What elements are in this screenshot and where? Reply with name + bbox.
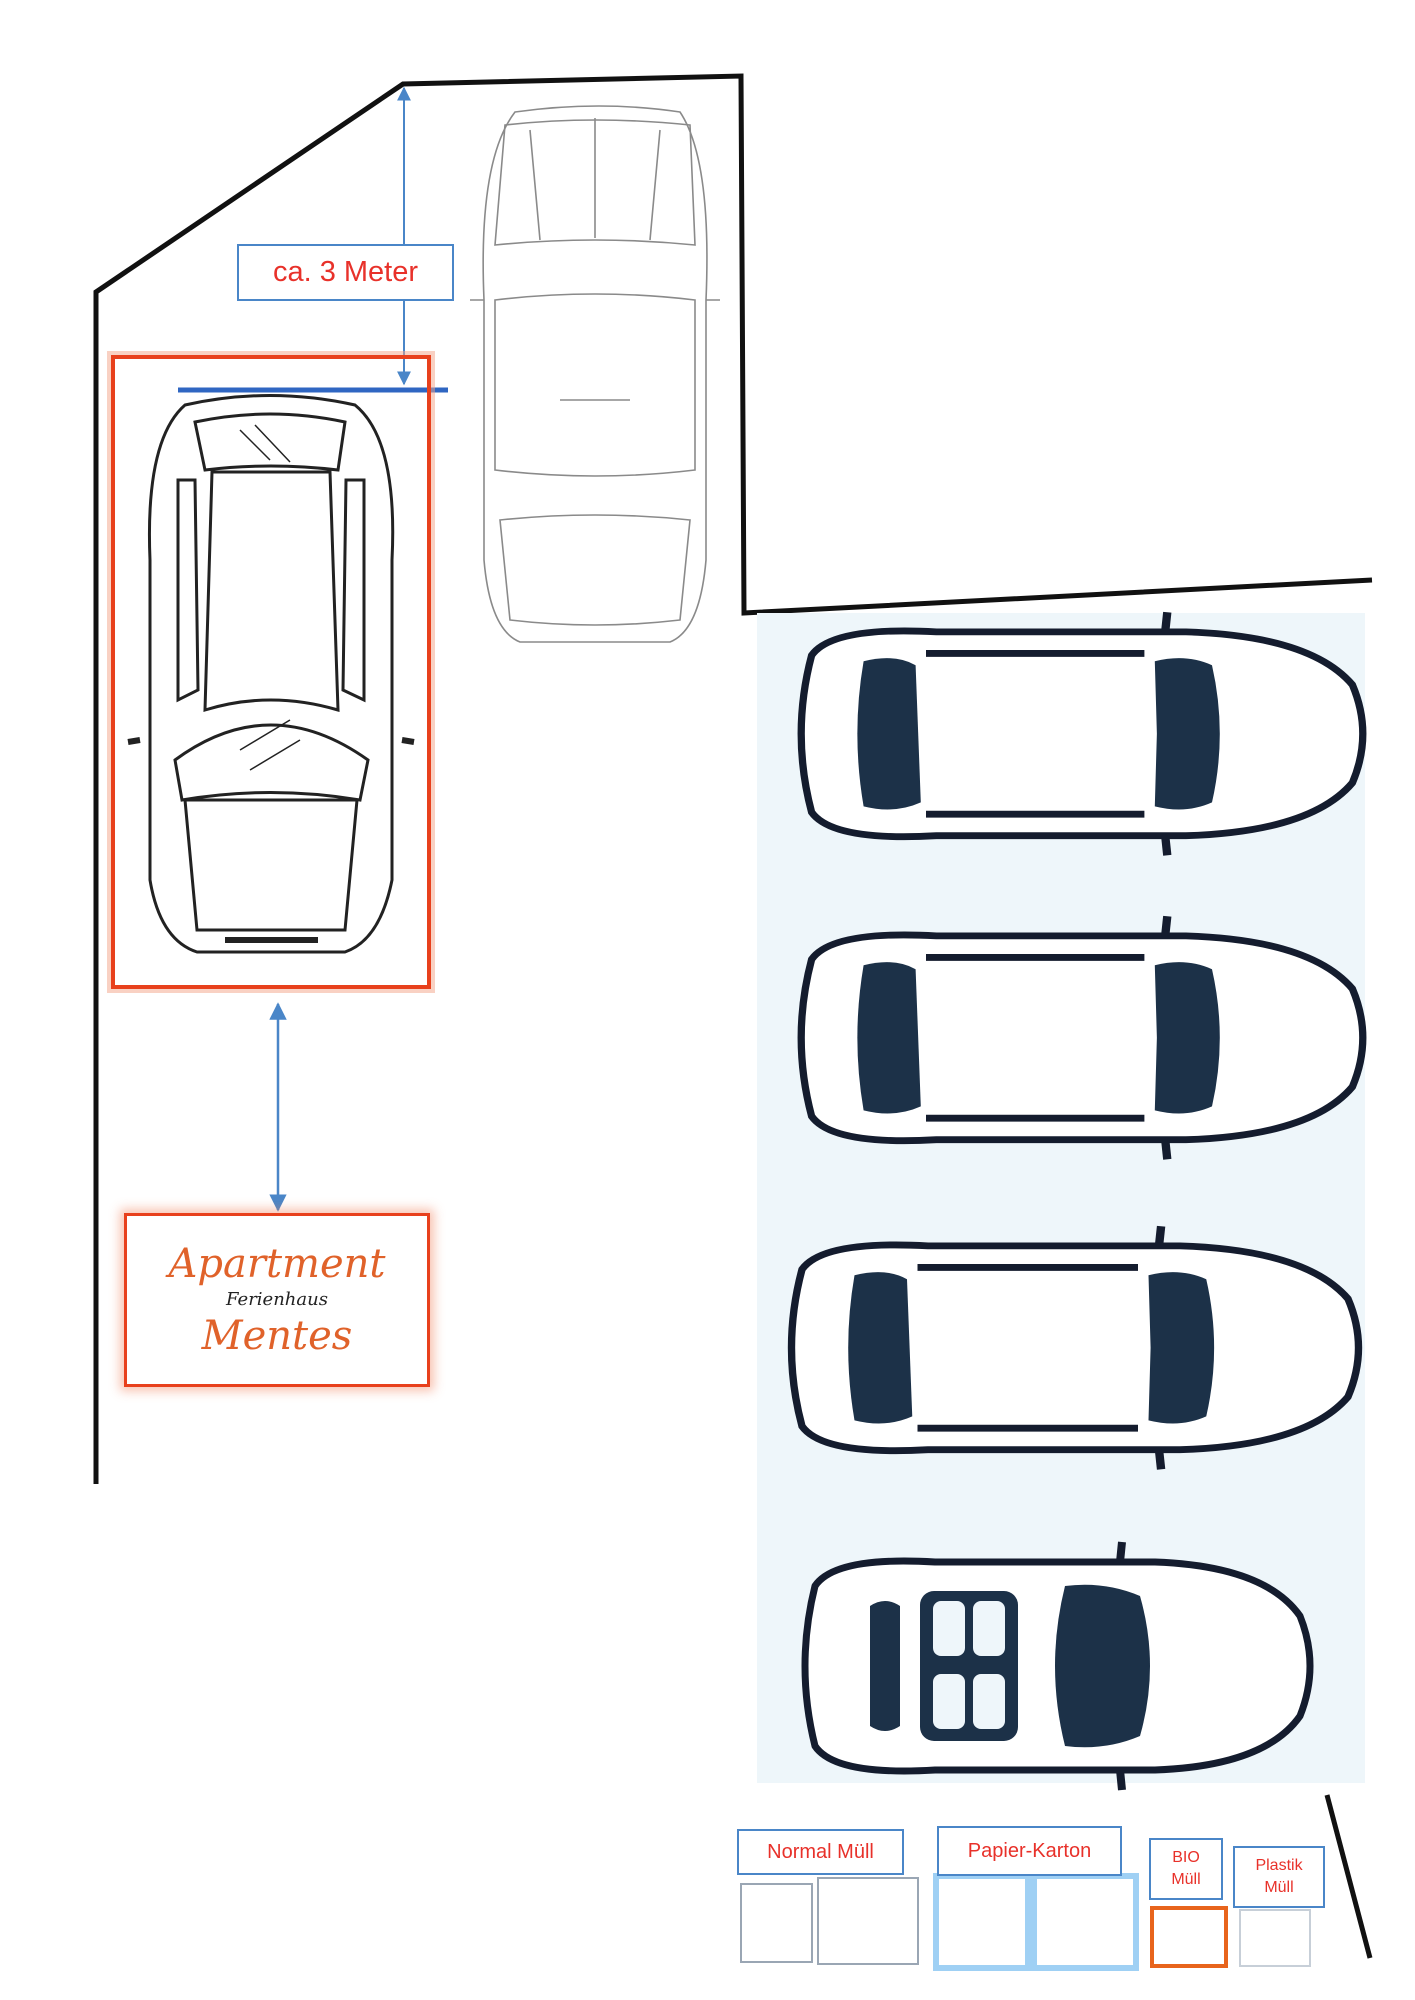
- waste-bin-icon: [740, 1873, 1311, 1971]
- property-boundary: [93, 73, 1373, 1484]
- bin-label-plastik: Plastik Müll: [1233, 1846, 1325, 1908]
- convertible-icon: [801, 1541, 1314, 1791]
- sedan-icon: [801, 916, 1363, 1159]
- boundary-edge: [1324, 1794, 1373, 1959]
- sedan-icon: [792, 1226, 1359, 1469]
- reserved-parking-space: [111, 355, 431, 989]
- sign-name: Mentes: [201, 1313, 353, 1359]
- apartment-sign: Apartment Ferienhaus Mentes: [124, 1213, 430, 1387]
- sedan-outline-icon: [470, 105, 720, 643]
- bin-label-papier: Papier-Karton: [937, 1826, 1122, 1876]
- bin-label-normal: Normal Müll: [737, 1829, 904, 1875]
- distance-label: ca. 3 Meter: [237, 244, 454, 301]
- bin-label-bio: BIO Müll: [1149, 1838, 1223, 1900]
- sedan-icon: [801, 612, 1363, 855]
- suv-icon: [127, 394, 415, 954]
- sign-title: Apartment: [168, 1241, 386, 1287]
- sign-subtitle: Ferienhaus: [226, 1289, 328, 1310]
